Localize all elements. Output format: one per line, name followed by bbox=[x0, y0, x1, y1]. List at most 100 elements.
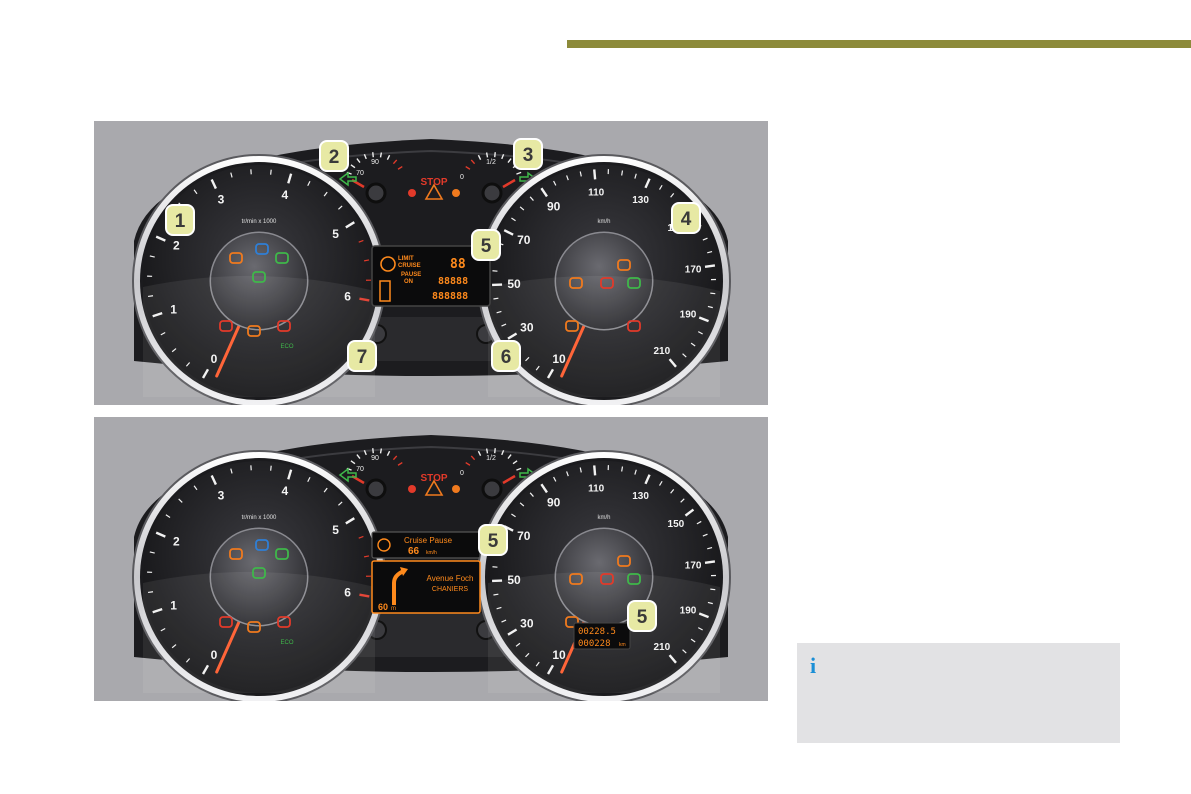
tachometer-tick-label: 0 bbox=[211, 648, 218, 662]
speedometer-major-tick bbox=[507, 628, 518, 636]
cruise-lamp bbox=[627, 277, 641, 289]
fuel-tick bbox=[470, 455, 476, 461]
tachometer-major-tick bbox=[345, 221, 355, 229]
speedometer-minor-tick bbox=[553, 180, 557, 186]
tachometer-minor-tick bbox=[323, 191, 328, 197]
callout-number: 5 bbox=[481, 236, 492, 257]
info-note-box: i bbox=[797, 643, 1120, 743]
tachometer-major-tick bbox=[210, 474, 217, 486]
temperature-tick bbox=[397, 165, 403, 170]
speedometer-minor-tick bbox=[566, 471, 569, 477]
tachometer-major-tick bbox=[201, 368, 210, 379]
speedometer-minor-tick bbox=[579, 467, 582, 473]
stop-warning-lamp bbox=[408, 189, 416, 197]
speedometer-minor-tick bbox=[519, 502, 525, 507]
battery-lamp bbox=[277, 616, 291, 628]
speedometer-tick-label: 210 bbox=[654, 642, 671, 653]
speedometer-minor-tick bbox=[621, 466, 624, 472]
speedometer-tick-label: 190 bbox=[680, 309, 697, 320]
speedometer-major-tick bbox=[668, 654, 677, 664]
tachometer-unit-label: tr/min x 1000 bbox=[242, 515, 277, 521]
tachometer-major-tick bbox=[152, 607, 163, 614]
speedometer-glass-reflection bbox=[488, 275, 720, 397]
speedometer-minor-tick bbox=[493, 593, 499, 596]
speedometer-minor-tick bbox=[670, 192, 675, 198]
speedometer-tick-label: 50 bbox=[507, 573, 521, 587]
fuel-tick bbox=[507, 158, 512, 163]
fuel-gauge-knob bbox=[481, 182, 503, 204]
speedometer-tick-label: 110 bbox=[588, 187, 605, 198]
callout-number: 5 bbox=[637, 607, 648, 628]
speedometer-minor-tick bbox=[682, 353, 687, 358]
fuel-tick bbox=[477, 450, 482, 456]
center-strip bbox=[356, 317, 506, 361]
tachometer-minor-tick bbox=[149, 551, 155, 554]
speedometer-minor-tick bbox=[529, 492, 534, 497]
speedometer-minor-tick bbox=[710, 588, 716, 591]
oil-pressure-lamp bbox=[565, 616, 579, 628]
low-fuel-lamp bbox=[452, 485, 460, 493]
speedometer-minor-tick bbox=[658, 480, 663, 486]
speedometer-minor-tick bbox=[496, 310, 502, 314]
speedometer-tick-label: 150 bbox=[668, 519, 685, 530]
fuel-tick bbox=[501, 449, 505, 456]
odometer-unit: km bbox=[619, 642, 626, 648]
navigation-distance: 60 bbox=[378, 602, 388, 612]
navigation-city-name: CHANIERS bbox=[432, 586, 469, 593]
temperature-tick bbox=[386, 450, 391, 456]
tachometer-minor-tick bbox=[270, 465, 272, 471]
tachometer-hub bbox=[209, 527, 309, 627]
speedometer-tick-label: 10 bbox=[552, 648, 566, 662]
info-icon: i bbox=[810, 653, 817, 678]
total-odometer-value: 000228 bbox=[578, 639, 611, 649]
eco-indicator-label: ECO bbox=[280, 640, 293, 646]
fuel-tick bbox=[507, 454, 512, 459]
speedometer-minor-tick bbox=[519, 206, 525, 211]
tachometer-tick-label: 1 bbox=[170, 302, 177, 316]
low-fuel-lamp bbox=[452, 189, 460, 197]
callout-badge bbox=[471, 229, 501, 261]
speedometer-minor-tick bbox=[682, 649, 687, 654]
speedometer-major-tick bbox=[698, 316, 709, 323]
cruise-speed-value: 66 bbox=[408, 546, 420, 557]
callout-badge bbox=[319, 140, 349, 172]
speedometer-tick-label: 70 bbox=[517, 233, 531, 247]
fuel-tick bbox=[501, 153, 505, 160]
fuel-needle bbox=[502, 178, 516, 189]
callout-badge bbox=[478, 524, 508, 556]
center-strip bbox=[356, 613, 506, 657]
temperature-tick bbox=[397, 461, 403, 466]
fuel-tick-label: 1/2 bbox=[486, 455, 496, 462]
tachometer-minor-tick bbox=[358, 535, 364, 539]
speedometer-minor-tick bbox=[702, 533, 708, 537]
speedometer-tick-label: 130 bbox=[632, 195, 649, 206]
dipped-beam-lamp bbox=[275, 252, 289, 264]
speedometer-minor-tick bbox=[690, 638, 696, 643]
tachometer-minor-tick bbox=[160, 331, 166, 336]
front-foglight-lamp bbox=[229, 548, 243, 560]
tachometer-minor-tick bbox=[171, 644, 177, 649]
speedometer-major-tick bbox=[644, 474, 651, 485]
temperature-tick bbox=[356, 454, 361, 459]
cruise-speed-unit: km/h bbox=[426, 550, 437, 556]
tachometer-minor-tick bbox=[147, 591, 154, 594]
fuel-gauge-knob bbox=[481, 478, 503, 500]
engine-check-lamp bbox=[247, 621, 261, 633]
speedometer-minor-tick bbox=[511, 513, 516, 518]
speedometer-major-tick bbox=[698, 612, 709, 619]
cruise-control-icon bbox=[377, 538, 391, 552]
tachometer-minor-tick bbox=[323, 487, 328, 493]
speedometer-minor-tick bbox=[680, 498, 685, 503]
display-trip-digits: 88888 bbox=[438, 276, 468, 287]
display-speed-digits: 88 bbox=[450, 257, 466, 272]
oil-pressure-lamp bbox=[565, 320, 579, 332]
tachometer-minor-tick bbox=[165, 514, 171, 519]
tachometer-minor-tick bbox=[230, 172, 233, 178]
tachometer-minor-tick bbox=[185, 362, 191, 367]
tachometer-tick-label: 0 bbox=[211, 352, 218, 366]
display-odometer-digits: 888888 bbox=[432, 291, 468, 302]
tachometer-minor-tick bbox=[270, 169, 272, 175]
speedometer-major-tick bbox=[540, 483, 548, 494]
tachometer-tick-label: 6 bbox=[344, 290, 351, 304]
